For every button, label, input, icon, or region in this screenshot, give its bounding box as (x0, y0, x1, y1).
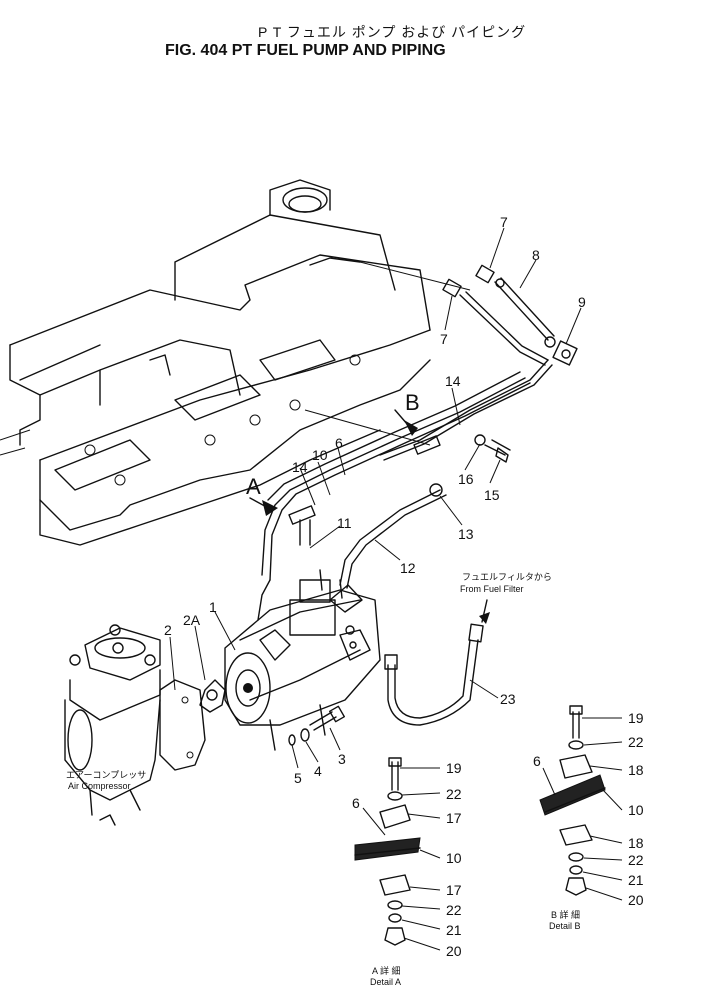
fuel-pipes (257, 371, 531, 621)
leader-line (304, 409, 431, 446)
detail-a-callout-22-upper: 22 (446, 786, 462, 802)
air-compressor (64, 624, 161, 826)
figure-title-japanese: P T フュエル ポンプ および パイピング (258, 24, 527, 40)
figure-title: FIG. 404 PT FUEL PUMP AND PIPING (165, 42, 446, 59)
detail-a-callout-10: 10 (446, 850, 462, 866)
detail-b-callout-22-upper: 22 (628, 734, 644, 750)
callout-16: 16 (458, 471, 474, 487)
detail-b-callout-10: 10 (628, 802, 644, 818)
detail-b-callout-19: 19 (628, 710, 644, 726)
detail-a-callout-6: 6 (352, 795, 360, 811)
detail-a-callout-22-lower: 22 (446, 902, 462, 918)
callout-4: 4 (314, 763, 322, 779)
detail-b-callout-20: 20 (628, 892, 644, 908)
callout-9: 9 (578, 294, 586, 310)
callout-7: 7 (500, 214, 508, 230)
leader-line (359, 261, 471, 291)
detail-a-callout-20: 20 (446, 943, 462, 959)
detail-a-clamp-stack (354, 757, 421, 946)
callout-5: 5 (294, 770, 302, 786)
callout-23: 23 (500, 691, 516, 707)
callout-leaders (169, 227, 623, 951)
view-arrow-a (262, 500, 278, 516)
callout-13: 13 (458, 526, 474, 542)
coupling-and-gasket (159, 679, 226, 771)
detail-b-callout-18-upper: 18 (628, 762, 644, 778)
pump-mounting-bolt (288, 705, 346, 746)
from-fuel-filter-label-jp: フュエルフィルタから (462, 572, 552, 582)
detail-a-callout-19: 19 (446, 760, 462, 776)
detail-a-title: Detail A (370, 977, 402, 987)
callout-14-lower: 14 (292, 459, 308, 475)
callout-6: 6 (335, 435, 343, 451)
air-compressor-label: Air Compressor (68, 781, 131, 791)
callout-2a: 2A (183, 612, 201, 628)
fuel-pump (224, 569, 381, 751)
engine-block (0, 179, 431, 546)
callout-11: 11 (337, 515, 352, 531)
callout-15: 15 (484, 487, 500, 503)
detail-b-callout-6: 6 (533, 753, 541, 769)
detail-a-callout-21: 21 (446, 922, 462, 938)
callout-1: 1 (209, 599, 217, 615)
upper-fuel-fittings (379, 264, 578, 461)
detail-b-callout-18-lower: 18 (628, 835, 644, 851)
callout-14-upper: 14 (445, 373, 461, 389)
detail-b-title: Detail B (549, 921, 581, 931)
callout-2: 2 (164, 622, 172, 638)
detail-a-callout-17-upper: 17 (446, 810, 462, 826)
view-label-a: A (246, 474, 261, 499)
callout-10: 10 (312, 447, 328, 463)
view-label-b: B (405, 390, 420, 415)
fuel-hose (384, 599, 490, 726)
detail-b-callout-22-lower: 22 (628, 852, 644, 868)
from-fuel-filter-label: From Fuel Filter (460, 584, 524, 594)
callout-8: 8 (532, 247, 540, 263)
detail-a-title-jp: A 詳 細 (372, 966, 401, 976)
detail-b-callout-21: 21 (628, 872, 644, 888)
detail-b-title-jp: B 詳 細 (551, 910, 581, 920)
callout-12: 12 (400, 560, 416, 576)
air-compressor-label-jp: エアーコンプレッサ (66, 770, 147, 780)
detail-a-callout-17-lower: 17 (446, 882, 462, 898)
callout-3: 3 (338, 751, 346, 767)
callout-7-lower: 7 (440, 331, 448, 347)
detail-b-clamp-stack (539, 705, 606, 896)
